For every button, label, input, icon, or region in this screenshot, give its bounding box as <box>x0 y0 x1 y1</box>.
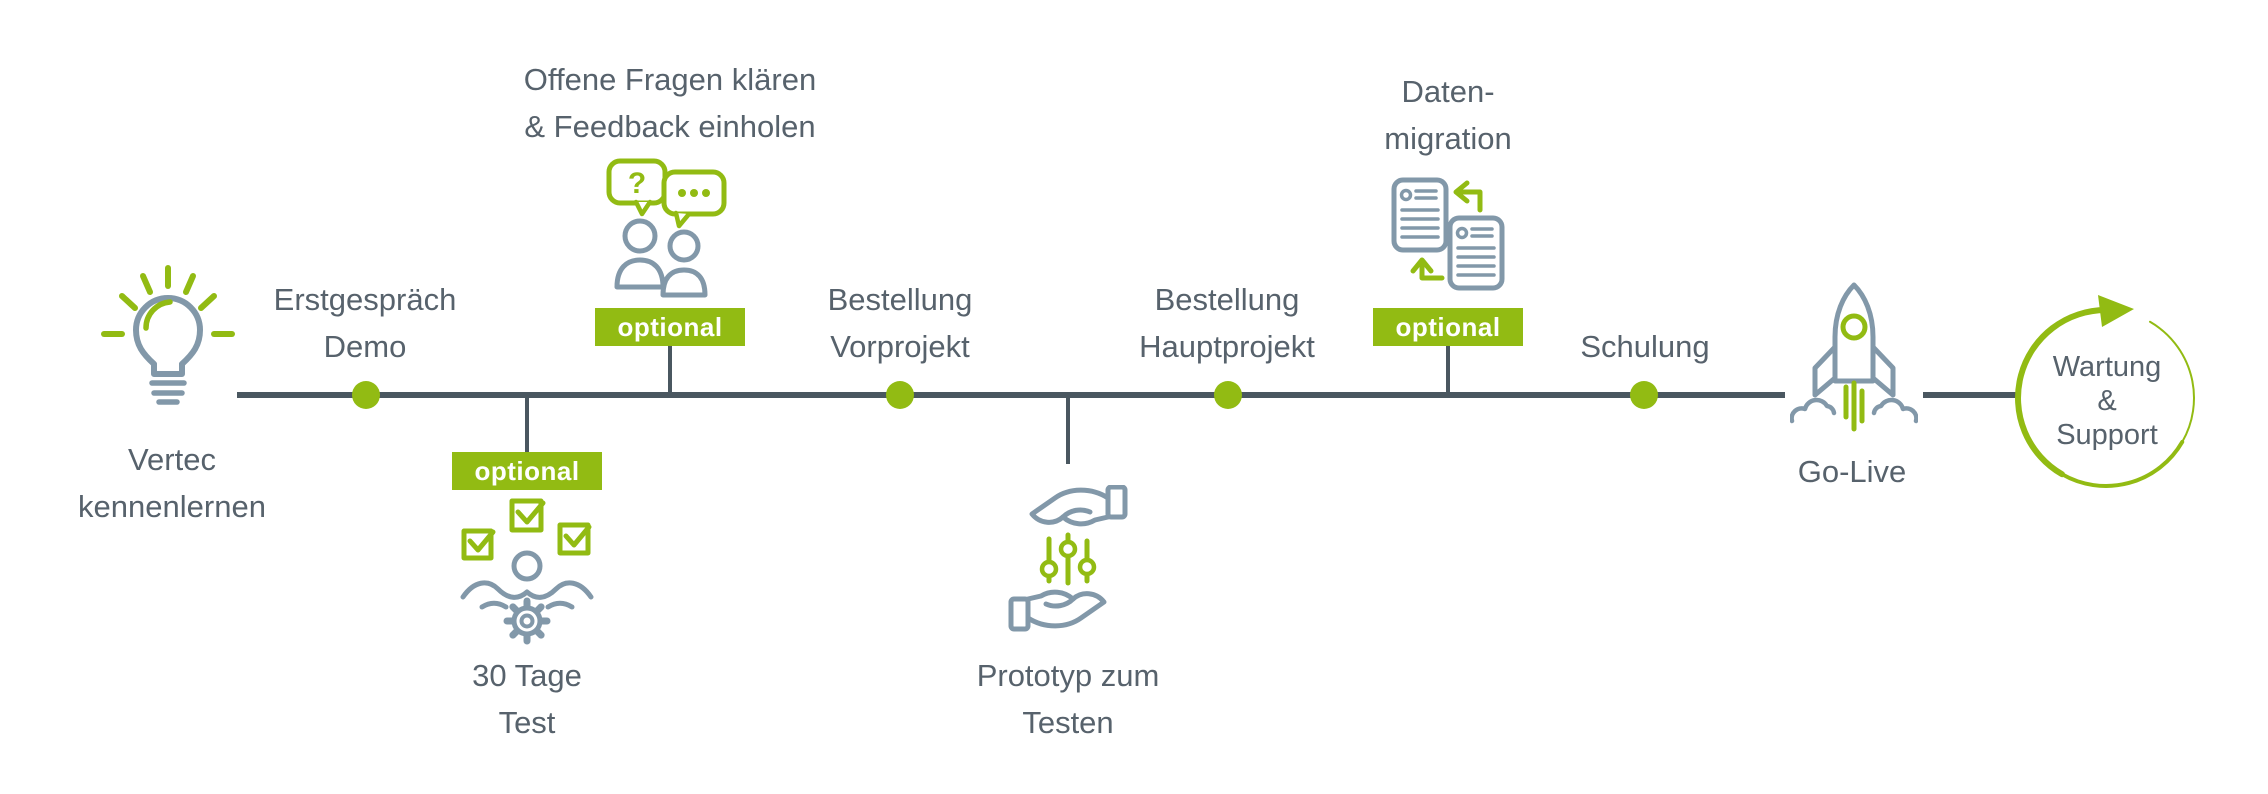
person-arms <box>460 550 594 610</box>
label-line: Prototyp zum <box>976 658 1160 693</box>
circular-arrow-loop-icon <box>2015 295 2195 488</box>
timeline-line-main <box>237 392 1785 398</box>
label-line: Go-Live <box>1797 454 1907 489</box>
feedback-bubble <box>661 169 727 229</box>
milestone-label-bestellung-vorprojekt: Bestellung Vorprojekt <box>828 276 973 370</box>
milestone-label-wartung-support: Wartung & Support <box>2053 350 2162 452</box>
label-line: Hauptprojekt <box>1139 329 1315 364</box>
two-people <box>614 218 708 298</box>
lightbulb-outline <box>133 295 203 377</box>
loop-ring <box>2015 307 2195 488</box>
lightbulb-idea-icon <box>101 265 235 405</box>
optional-badge: optional <box>452 452 602 490</box>
label-line: Support <box>2056 419 2158 451</box>
milestone-label-prototyp-zum-testen: Prototyp zum Testen <box>977 652 1160 746</box>
label-line: Schulung <box>1580 329 1710 364</box>
lightbulb-base <box>149 380 187 405</box>
launch-clouds <box>1790 397 1918 424</box>
sliders <box>1039 532 1097 586</box>
label-line: Vertec <box>128 442 216 477</box>
milestone-label-vertec-kennenlernen: Vertec kennenlernen <box>78 436 266 530</box>
branch-connector-offene-fragen <box>668 345 672 395</box>
optional-badge: optional <box>595 308 745 346</box>
label-line: kennenlernen <box>78 489 266 524</box>
label-line: & <box>2097 385 2117 417</box>
label-line: migration <box>1384 121 1512 156</box>
label-line: Demo <box>323 329 407 364</box>
branch-connector-prototyp <box>1066 396 1070 464</box>
document-exchange-icon <box>1391 177 1505 291</box>
rocket-launch-icon <box>1790 282 1918 432</box>
label-line: Bestellung <box>827 282 973 317</box>
milestone-label-go-live: Go-Live <box>1798 448 1907 495</box>
label-line: Bestellung <box>1154 282 1300 317</box>
svg-text:?: ? <box>628 167 646 200</box>
branch-connector-30-tage-test <box>525 396 529 454</box>
milestone-dot-schulung <box>1630 381 1658 409</box>
checkboxes <box>461 498 592 561</box>
exchange-arrows <box>1410 180 1483 281</box>
upper-hand <box>1029 485 1128 527</box>
milestone-label-offene-fragen: Offene Fragen klären & Feedback einholen <box>524 56 816 150</box>
label-line: & Feedback einholen <box>524 109 816 144</box>
label-line: 30 Tage <box>472 658 582 693</box>
document-left <box>1391 177 1449 253</box>
label-line: Offene Fragen klären <box>523 62 817 97</box>
label-line: Erstgespräch <box>273 282 457 317</box>
document-right <box>1447 215 1505 291</box>
lower-hand <box>1008 589 1107 632</box>
label-line: Vorprojekt <box>830 329 970 364</box>
milestone-label-datenmigration: Daten- migration <box>1384 68 1512 162</box>
rocket-exhaust <box>1843 380 1865 432</box>
milestone-dot-hauptprojekt <box>1214 381 1242 409</box>
milestone-label-schulung: Schulung <box>1580 323 1709 370</box>
lightbulb-inner-arc <box>143 299 173 331</box>
milestone-label-30-tage-test: 30 Tage Test <box>472 652 582 746</box>
timeline-line-right <box>1923 392 2016 398</box>
gear <box>503 597 551 645</box>
question-bubble: ? <box>606 158 668 217</box>
label-line: Test <box>498 705 556 740</box>
milestone-label-bestellung-hauptprojekt: Bestellung Hauptprojekt <box>1139 276 1315 370</box>
milestone-dot-vorprojekt <box>886 381 914 409</box>
label-line: Testen <box>1022 705 1114 740</box>
branch-connector-datenmigration <box>1446 345 1450 395</box>
question-feedback-chat-people-icon: ? <box>606 158 727 298</box>
ellipsis-dots <box>678 189 710 197</box>
rocket-window <box>1840 313 1868 341</box>
loop-arrowhead <box>2098 295 2134 327</box>
checklist-person-gear-icon <box>460 498 594 645</box>
milestone-dot-erstgespraech <box>352 381 380 409</box>
lightbulb-rays <box>101 265 235 337</box>
milestone-label-erstgespraech-demo: Erstgespräch Demo <box>274 276 457 370</box>
label-line: Daten- <box>1401 74 1495 109</box>
optional-badge: optional <box>1373 308 1523 346</box>
hands-sliders-icon <box>1008 485 1128 632</box>
label-line: Wartung <box>2052 351 2162 383</box>
